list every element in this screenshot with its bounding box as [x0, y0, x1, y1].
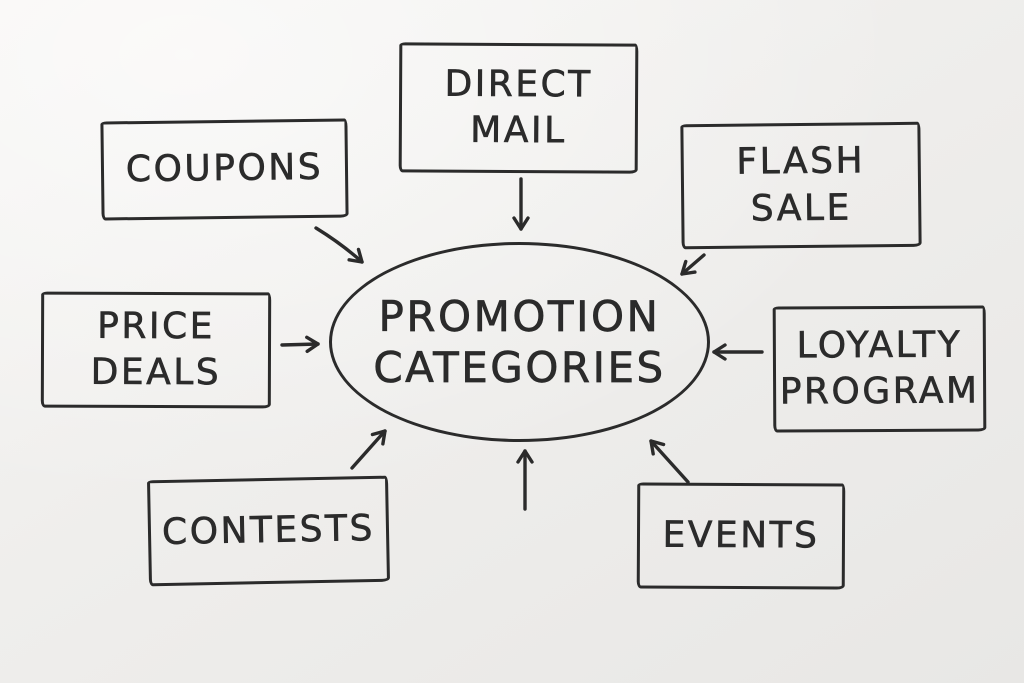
node-events-label: EVENTS — [662, 514, 820, 557]
node-price-deals: PRICE DEALS — [40, 291, 272, 409]
arrow-coupons-to-center — [314, 226, 364, 264]
node-price-deals-label: PRICE DEALS — [90, 305, 222, 394]
node-flash-sale: FLASH SALE — [680, 121, 922, 250]
node-direct-mail-label: DIRECT MAIL — [444, 63, 593, 152]
node-loyalty-program-label: LOYALTY PROGRAM — [779, 324, 980, 413]
center-ellipse-promotion-categories: PROMOTION CATEGORIES — [329, 242, 710, 442]
node-loyalty-program: LOYALTY PROGRAM — [772, 305, 987, 433]
node-flash-sale-label: FLASH SALE — [736, 140, 866, 230]
arrow-price-deals-to-center — [280, 335, 320, 354]
node-coupons: COUPONS — [100, 118, 349, 221]
node-contests: CONTESTS — [147, 475, 390, 587]
node-coupons-label: COUPONS — [125, 147, 324, 191]
arrow-contests-to-center — [350, 429, 387, 470]
center-ellipse-label: PROMOTION CATEGORIES — [373, 291, 666, 392]
node-contests-label: CONTESTS — [161, 507, 376, 554]
node-direct-mail: DIRECT MAIL — [398, 42, 639, 174]
node-events: EVENTS — [636, 482, 846, 590]
arrow-events-to-center — [649, 439, 690, 484]
arrow-flash-sale-to-center — [680, 253, 706, 276]
